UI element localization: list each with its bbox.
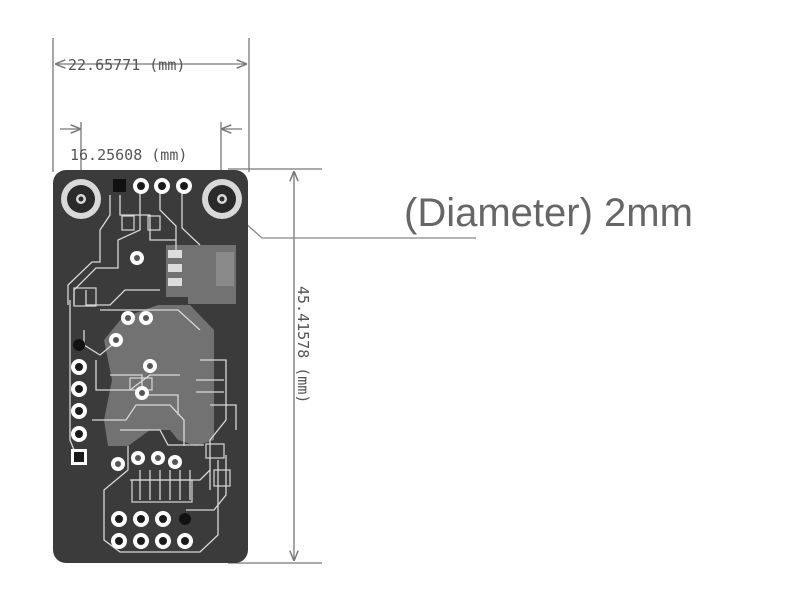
hole-spacing-dimension bbox=[60, 122, 242, 176]
hole-diameter-label: (Diameter) 2mm bbox=[404, 191, 693, 235]
pad-icon bbox=[71, 381, 87, 397]
board-height-label: 45.41578 (mm) bbox=[294, 286, 312, 403]
mounting-hole-icon bbox=[61, 179, 101, 219]
pad-icon bbox=[71, 359, 87, 375]
hole-spacing-label: 16.25608 (mm) bbox=[70, 146, 187, 164]
board-width-dimension bbox=[52, 38, 250, 172]
pad-icon bbox=[133, 178, 149, 194]
bottom-header-pads bbox=[111, 511, 193, 549]
pad-icon bbox=[133, 533, 149, 549]
jst-connector-footprint bbox=[168, 250, 234, 286]
pad-icon bbox=[179, 513, 191, 525]
pad-icon bbox=[133, 511, 149, 527]
pad-icon bbox=[111, 533, 127, 549]
pad-icon bbox=[73, 339, 85, 351]
pad-icon bbox=[71, 403, 87, 419]
pad-icon bbox=[155, 511, 171, 527]
pad-icon bbox=[71, 426, 87, 442]
vias bbox=[109, 251, 182, 471]
mounting-hole-icon bbox=[202, 179, 242, 219]
pad-icon bbox=[176, 178, 192, 194]
square-pad-icon bbox=[71, 449, 87, 465]
top-header-pads bbox=[113, 178, 192, 194]
board-width-label: 22.65771 (mm) bbox=[68, 56, 185, 74]
board-height-dimension bbox=[228, 168, 322, 564]
square-pad-icon bbox=[113, 179, 126, 192]
pad-icon bbox=[154, 178, 170, 194]
hole-diameter-leader bbox=[243, 221, 476, 239]
pcb-board bbox=[53, 170, 248, 563]
left-header-pads bbox=[71, 339, 87, 465]
pad-icon bbox=[177, 533, 193, 549]
pad-icon bbox=[111, 511, 127, 527]
smd-pads bbox=[73, 215, 231, 503]
pad-icon bbox=[155, 533, 171, 549]
